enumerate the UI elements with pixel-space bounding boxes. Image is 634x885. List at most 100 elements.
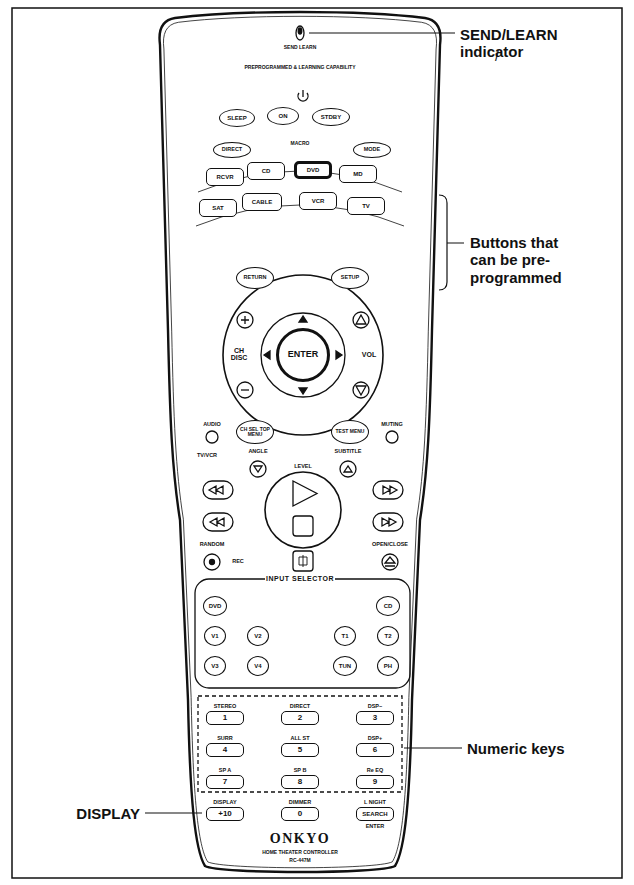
- button-label: CH SEL TOP MENU: [238, 427, 272, 438]
- printed-label: ANGLE: [247, 448, 268, 454]
- round-button: CH SEL TOP MENU: [236, 420, 274, 444]
- mode-button: 1: [206, 711, 244, 725]
- printed-label: TV/VCR: [196, 452, 218, 458]
- printed-label: SURR: [216, 735, 234, 741]
- mode-button: RCVR: [206, 168, 244, 186]
- mode-button: CD: [247, 162, 285, 180]
- button-label: 1: [223, 714, 227, 722]
- round-button: V1: [204, 626, 226, 646]
- mode-button: 2: [281, 711, 319, 725]
- button-label: RCVR: [216, 174, 233, 180]
- button-label: CD: [384, 603, 393, 609]
- printed-label: L NIGHT: [363, 799, 387, 805]
- printed-label: AUDIO: [202, 421, 222, 427]
- printed-label: OPEN/CLOSE: [371, 541, 409, 547]
- round-button: ON: [267, 107, 299, 125]
- printed-label: Re EQ: [366, 767, 385, 773]
- mode-button: 0: [281, 807, 319, 821]
- mode-button: DVD: [294, 161, 332, 179]
- callout-label: SEND/LEARN indicator: [460, 26, 582, 61]
- round-button: T2: [377, 626, 399, 646]
- printed-label: SP A: [218, 767, 233, 773]
- mode-button: 5: [281, 743, 319, 757]
- printed-label: RANDOM: [199, 541, 226, 547]
- mode-button: 7: [206, 775, 244, 789]
- button-label: V1: [211, 633, 218, 639]
- round-button: V4: [247, 656, 269, 676]
- round-button: CD: [376, 596, 400, 616]
- printed-label: DISPLAY: [212, 799, 237, 805]
- round-button: RETURN: [236, 267, 274, 289]
- enter-button: ENTER: [276, 328, 330, 382]
- mode-button: 4: [206, 743, 244, 757]
- printed-label: STEREO: [213, 703, 238, 709]
- round-button: PH: [377, 656, 399, 676]
- mode-button: VCR: [299, 192, 337, 210]
- callout-label: Numeric keys: [467, 740, 607, 757]
- printed-label: LEVEL: [293, 463, 313, 469]
- housing-print: SEND LEARN: [283, 44, 318, 50]
- button-label: +10: [218, 810, 232, 818]
- round-button: STDBY: [312, 108, 350, 126]
- printed-label: REC: [231, 558, 245, 564]
- button-label: V2: [254, 633, 261, 639]
- button-label: 8: [298, 778, 302, 786]
- housing-print: ONKYO: [269, 831, 331, 847]
- housing-print: INPUT SELECTOR: [265, 575, 335, 582]
- printed-label: DSP−: [367, 703, 384, 709]
- round-button: DIRECT: [213, 142, 251, 158]
- remote-housing: SEND LEARN PREPROGRAMMED & LEARNING CAPAB…: [158, 10, 444, 876]
- button-label: DIRECT: [222, 147, 242, 153]
- round-button: TUN: [333, 656, 357, 676]
- button-label: DVD: [209, 603, 222, 609]
- button-label: VCR: [312, 198, 325, 204]
- round-button: SLEEP: [219, 109, 255, 127]
- mode-button: SAT: [199, 199, 237, 217]
- housing-print: PREPROGRAMMED & LEARNING CAPABILITY: [243, 64, 356, 70]
- button-label: 4: [223, 746, 227, 754]
- round-button: V2: [247, 626, 269, 646]
- button-label: ON: [279, 113, 288, 119]
- button-label: CD: [262, 168, 271, 174]
- button-label: CABLE: [252, 199, 273, 205]
- button-label: TEST MENU: [336, 429, 365, 434]
- mode-button: SEARCH: [356, 807, 394, 821]
- printed-label: DSP+: [367, 735, 384, 741]
- button-label: 0: [298, 810, 302, 818]
- mode-button: 8: [281, 775, 319, 789]
- button-label: DVD: [307, 167, 320, 173]
- button-label: 2: [298, 714, 302, 722]
- printed-label: ALL ST: [289, 735, 310, 741]
- mode-button: 6: [356, 743, 394, 757]
- printed-label: SP B: [293, 767, 308, 773]
- button-label: V4: [254, 663, 261, 669]
- round-button: DVD: [203, 596, 227, 616]
- callout-label: Buttons that can be pre-programmed: [470, 234, 578, 286]
- button-label: ENTER: [288, 350, 319, 359]
- button-label: TUN: [339, 663, 351, 669]
- round-button: SETUP: [331, 267, 369, 289]
- button-label: T1: [341, 633, 348, 639]
- mode-button: 3: [356, 711, 394, 725]
- printed-label: ENTER: [365, 823, 386, 829]
- mode-button: 9: [356, 775, 394, 789]
- mode-button: CABLE: [242, 193, 282, 211]
- button-label: T2: [384, 633, 391, 639]
- mode-button: +10: [206, 807, 244, 821]
- round-button: MODE: [353, 142, 391, 158]
- button-label: MD: [353, 171, 362, 177]
- button-label: RETURN: [244, 275, 267, 281]
- button-label: 3: [373, 714, 377, 722]
- printed-label: MUTING: [380, 421, 404, 427]
- button-label: PH: [384, 663, 392, 669]
- callout-label: DISPLAY: [40, 805, 140, 822]
- callout-label: /: [495, 48, 499, 64]
- printed-label: SUBTITLE: [334, 448, 363, 454]
- round-button: T1: [334, 626, 356, 646]
- button-label: STDBY: [321, 114, 341, 120]
- button-label: 6: [373, 746, 377, 754]
- button-label: MODE: [364, 147, 381, 153]
- housing-print: MACRO: [290, 140, 311, 146]
- button-label: 7: [223, 778, 227, 786]
